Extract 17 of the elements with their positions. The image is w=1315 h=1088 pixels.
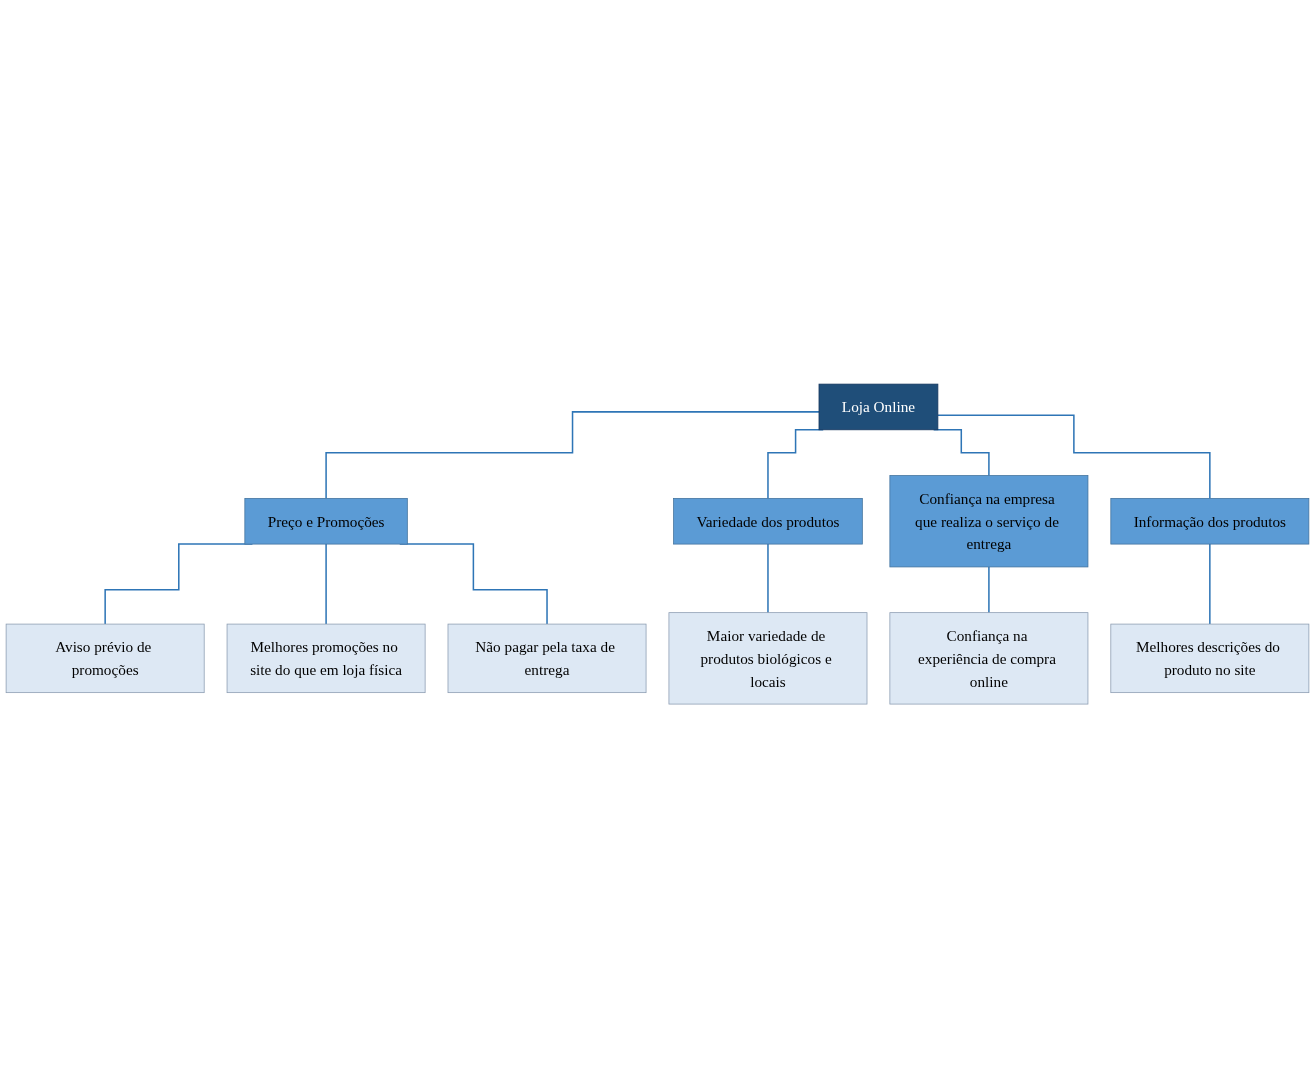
node-box: Melhores promoções no site do que em loja física <box>226 623 426 693</box>
connector <box>767 543 769 614</box>
node-box: Confiança na empresa que realiza o serviço de entrega <box>889 475 1089 568</box>
node-box: Confiança na experiência de compra online <box>889 612 1089 705</box>
connector <box>325 411 820 500</box>
connector <box>1209 543 1211 625</box>
connector <box>325 543 327 625</box>
node-box: Loja Online <box>818 383 939 431</box>
node-box: Maior variedade de produtos biológicos e locais <box>668 612 868 705</box>
node-box: Preço e Promoções <box>244 497 408 545</box>
node-box: Aviso prévio de promoções <box>5 623 205 693</box>
node-box: Informação dos produtos <box>1110 497 1310 545</box>
connector <box>988 566 990 614</box>
node-box: Melhores descrições do produto no site <box>1110 623 1310 693</box>
node-box: Não pagar pela taxa de entrega <box>447 623 647 693</box>
node-box: Variedade dos produtos <box>673 497 863 545</box>
connector <box>937 414 1211 500</box>
